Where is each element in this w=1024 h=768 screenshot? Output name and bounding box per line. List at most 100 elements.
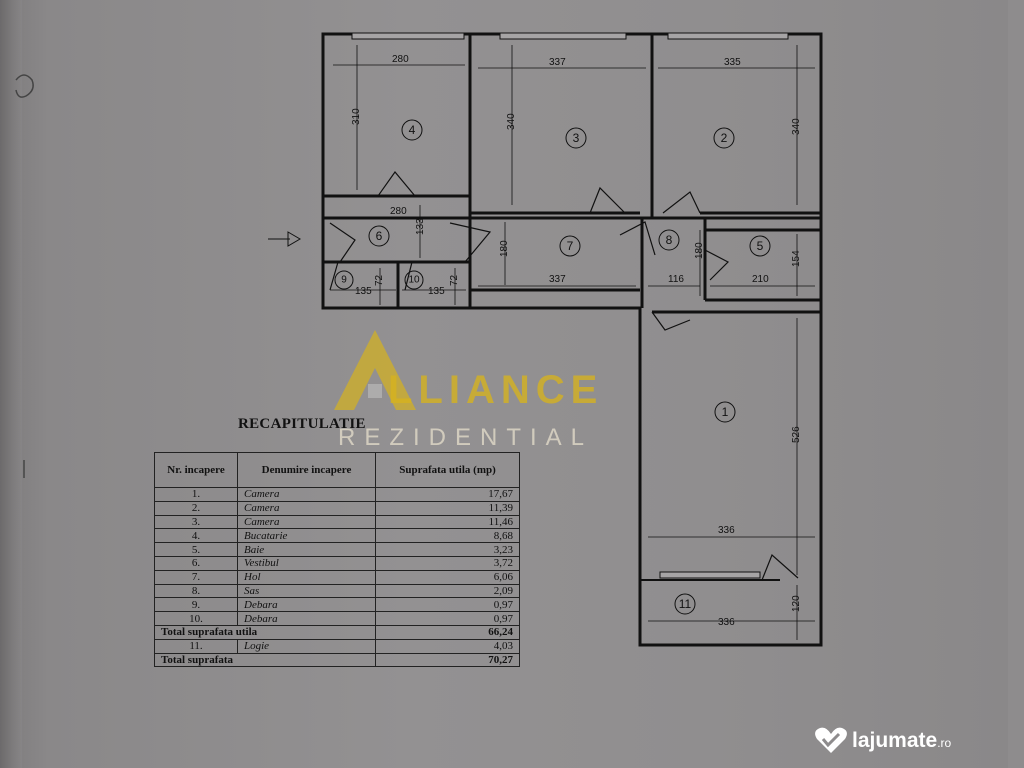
door-room3 — [589, 186, 626, 214]
total-util-value: 66,24 — [375, 624, 520, 640]
dim-room6-height: 133 — [415, 218, 426, 235]
cell-nr: 10. — [154, 611, 238, 626]
room-number-7: 7 — [567, 239, 574, 253]
door-entrance — [329, 222, 356, 263]
door-room7 — [619, 221, 656, 256]
cell-name: Logie — [237, 638, 376, 654]
dim-room1-width: 336 — [718, 525, 735, 536]
dim-room10-height: 72 — [449, 274, 460, 286]
room-number-11: 11 — [679, 597, 692, 611]
cell-area: 17,67 — [375, 487, 520, 502]
cell-area: 3,23 — [375, 542, 520, 557]
door-room9 — [329, 261, 339, 291]
recap-table: Nr. incapere Denumire incapere Suprafata… — [154, 452, 520, 668]
room-number-5: 5 — [757, 239, 764, 253]
binding-edge — [0, 0, 22, 768]
cell-name: Camera — [237, 514, 376, 530]
dim-room3-height: 340 — [506, 113, 517, 130]
cell-nr: 6. — [154, 555, 238, 571]
dim-room1-height: 526 — [791, 426, 802, 443]
wall-lower-outline — [321, 218, 823, 647]
recap-title: RECAPITULATIE — [238, 416, 366, 432]
cell-nr: 1. — [154, 487, 238, 502]
dim-room10-width: 135 — [428, 286, 445, 297]
dim-room7-width: 337 — [549, 274, 566, 285]
cell-area: 2,09 — [375, 583, 520, 599]
room-number-1: 1 — [722, 405, 729, 419]
header-name: Denumire incapere — [237, 452, 376, 488]
dim-room5-height: 154 — [791, 250, 802, 267]
room-number-8: 8 — [666, 233, 673, 247]
dim-room4-height: 310 — [351, 108, 362, 125]
window-room3 — [499, 32, 627, 40]
recap-header-row: Nr. incapere Denumire incapere Suprafata… — [154, 452, 520, 488]
cell-name: Hol — [237, 569, 376, 585]
entrance-arrow-icon — [268, 231, 301, 247]
dim-room7-height: 180 — [499, 240, 510, 257]
window-logia — [659, 571, 761, 579]
door-logia — [761, 553, 799, 581]
room-number-6: 6 — [376, 229, 383, 243]
room-number-9: 9 — [341, 275, 347, 286]
cell-area: 0,97 — [375, 597, 520, 613]
dim-room8-width: 116 — [668, 274, 684, 285]
cell-name: Camera — [237, 500, 376, 516]
site-logo-tld: .ro — [937, 736, 952, 750]
cell-nr: 2. — [154, 500, 238, 516]
door-room2 — [662, 191, 701, 214]
dim-room9-width: 135 — [355, 286, 372, 297]
door-room1 — [651, 311, 691, 331]
dim-room9-height: 72 — [374, 274, 385, 286]
cell-nr: 11. — [154, 638, 238, 654]
cell-area: 11,46 — [375, 514, 520, 530]
dim-room5-width: 210 — [752, 274, 769, 285]
room-number-4: 4 — [409, 123, 416, 137]
total-label: Total suprafata — [154, 652, 376, 668]
dim-room3-width: 337 — [549, 57, 566, 68]
cell-name: Vestibul — [237, 555, 376, 571]
dim-room2-width: 335 — [724, 57, 741, 68]
clip-mark — [15, 74, 34, 98]
cell-nr: 8. — [154, 583, 238, 599]
cell-area: 8,68 — [375, 528, 520, 544]
cell-name: Bucatarie — [237, 528, 376, 544]
cell-nr: 4. — [154, 528, 238, 544]
dim-room8-height: 180 — [694, 242, 705, 259]
dim-room4-width: 280 — [392, 54, 409, 65]
cell-name: Camera — [237, 487, 376, 502]
room-number-3: 3 — [573, 131, 580, 145]
room-number-2: 2 — [721, 131, 728, 145]
cell-area: 6,06 — [375, 569, 520, 585]
door-room4 — [377, 171, 416, 197]
cell-area: 0,97 — [375, 611, 520, 626]
cell-nr: 3. — [154, 514, 238, 530]
cell-area: 3,72 — [375, 555, 520, 571]
cell-area: 4,03 — [375, 638, 520, 654]
door-room6 — [449, 222, 492, 263]
cell-name: Debara — [237, 597, 376, 613]
site-logo[interactable]: lajumate.ro — [812, 720, 1012, 760]
door-room5 — [704, 249, 730, 281]
dim-room2-height: 340 — [791, 118, 802, 135]
cell-name: Debara — [237, 611, 376, 626]
total-util-label: Total suprafata utila — [154, 624, 376, 640]
cell-nr: 9. — [154, 597, 238, 613]
cell-name: Sas — [237, 583, 376, 599]
total-value: 70,27 — [375, 652, 520, 668]
window-room4 — [351, 32, 465, 40]
site-logo-name: lajumate — [852, 729, 938, 752]
cell-name: Baie — [237, 542, 376, 557]
dim-room11-width: 336 — [718, 617, 735, 628]
cell-nr: 7. — [154, 569, 238, 585]
